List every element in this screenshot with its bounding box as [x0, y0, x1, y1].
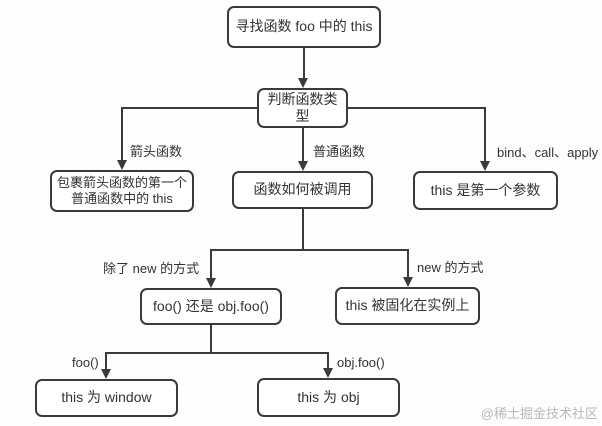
node-arrow-fn-result: 包裹箭头函数的第一个 普通函数中的 this [50, 170, 194, 212]
node-arrow-fn-result-label: 包裹箭头函数的第一个 普通函数中的 this [56, 174, 187, 206]
edge-label-bind-call-apply: bind、call、apply [497, 145, 599, 160]
node-foo-or-objfoo-label: foo() 还是 obj.foo() [153, 297, 269, 314]
edge-label-not-new: 除了 new 的方式 [103, 261, 200, 276]
arrowhead-objresult [323, 368, 333, 378]
node-window-result: this 为 window [35, 379, 178, 417]
edge-judge-to-bindresult [348, 107, 486, 162]
node-find-this: 寻找函数 foo 中的 this [227, 6, 381, 48]
arrowhead-windowresult [101, 369, 111, 379]
node-find-this-label: 寻找函数 foo 中的 this [235, 18, 373, 35]
arrowhead-bindresult [480, 161, 490, 171]
node-window-result-label: this 为 window [61, 389, 152, 406]
node-bind-result: this 是第一个参数 [413, 171, 558, 210]
node-bind-result-label: this 是第一个参数 [430, 181, 541, 198]
arrowhead-judge [298, 78, 308, 88]
edge-howcalled-split [210, 209, 409, 279]
node-judge-type-label: 判断函数类型 [267, 90, 338, 125]
edge-label-normal-fn: 普通函数 [313, 144, 366, 159]
node-how-called-label: 函数如何被调用 [253, 181, 352, 198]
watermark: @稀土掘金技术社区 [480, 406, 598, 421]
node-how-called: 函数如何被调用 [232, 171, 373, 209]
arrowhead-arrowfn [117, 160, 127, 170]
node-new-result: this 被固化在实例上 [335, 287, 480, 325]
arrowhead-newresult [403, 277, 413, 287]
edge-label-foo-call: foo() [72, 355, 99, 370]
arrowhead-howcalled [298, 161, 308, 171]
edge-fooorobj-split [105, 325, 329, 370]
node-judge-type: 判断函数类型 [257, 88, 348, 128]
edge-label-arrow-fn: 箭头函数 [130, 144, 183, 159]
node-obj-result: this 为 obj [257, 378, 400, 417]
edge-label-obj-foo-call: obj.foo() [337, 355, 385, 370]
node-new-result-label: this 被固化在实例上 [345, 297, 470, 314]
arrowhead-fooorobj [206, 278, 216, 288]
node-foo-or-objfoo: foo() 还是 obj.foo() [140, 288, 282, 325]
edge-label-new-way: new 的方式 [417, 260, 484, 275]
node-obj-result-label: this 为 obj [297, 388, 360, 405]
